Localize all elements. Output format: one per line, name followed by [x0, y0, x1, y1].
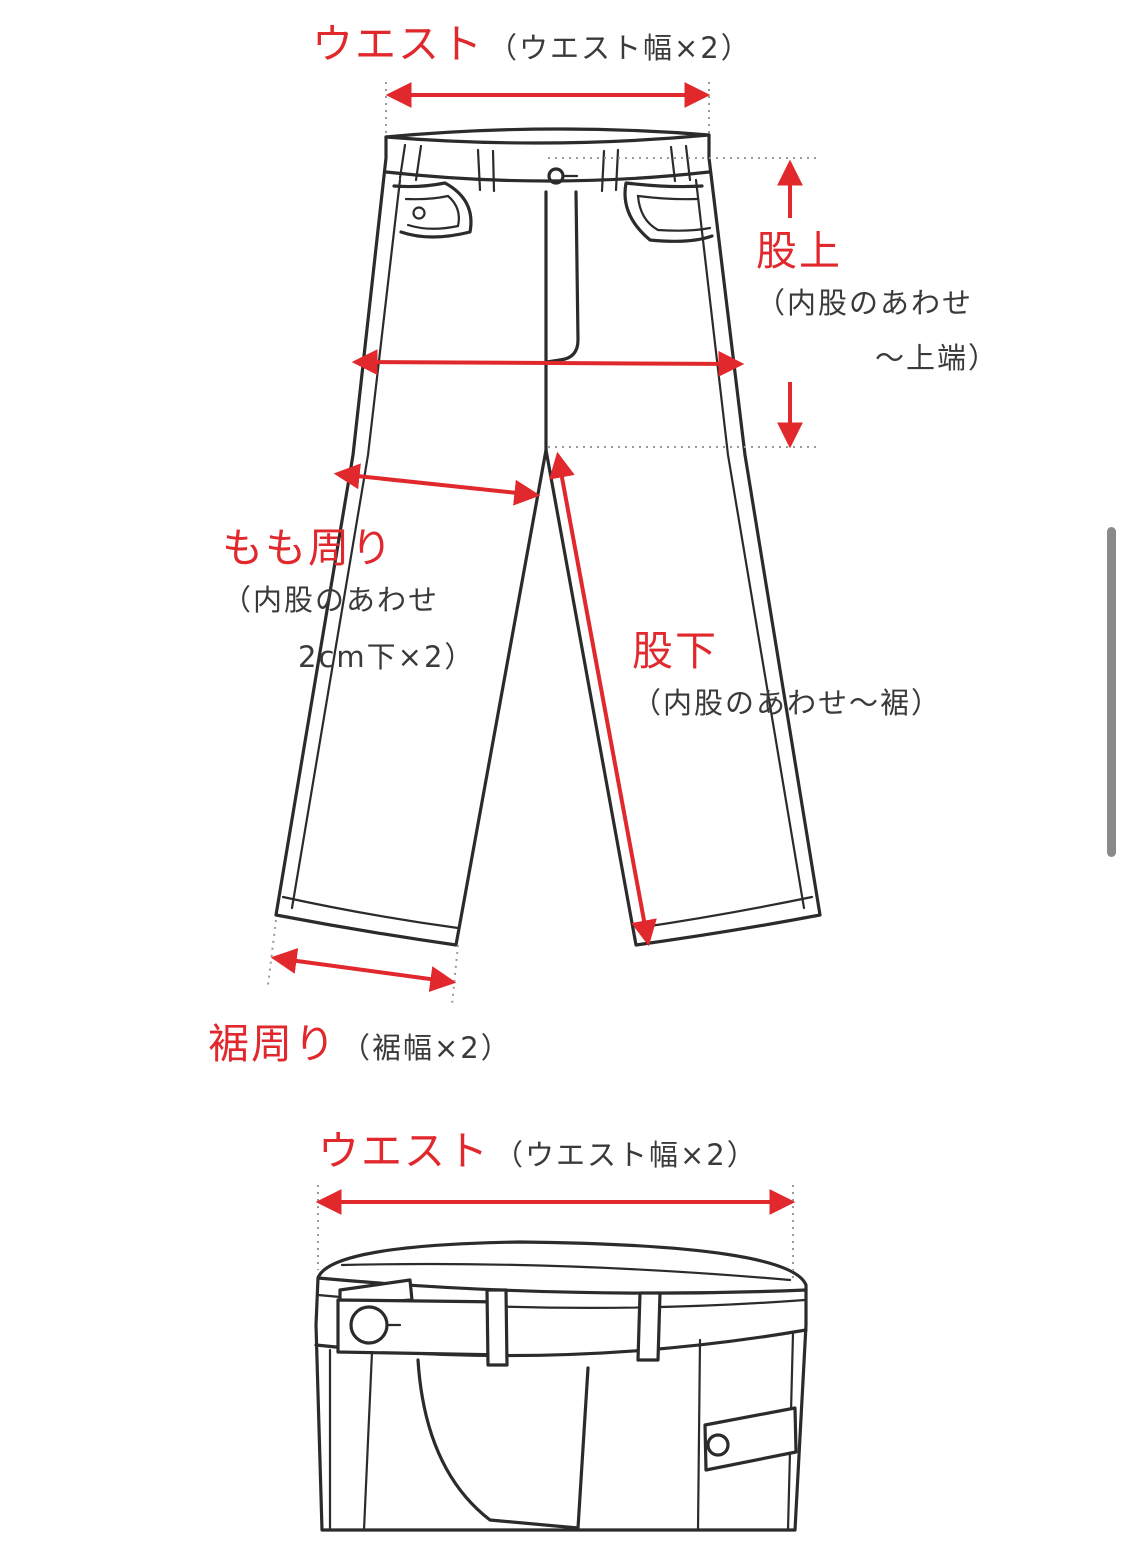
belt-loop-left-outer [398, 143, 407, 180]
inseam-title: 股下 [632, 627, 718, 675]
left-outer-seam [290, 178, 402, 910]
waist-bottom-label: ウエスト（ウエスト幅×2） [318, 1127, 758, 1175]
closeup-pocket-button-icon [706, 1433, 730, 1457]
inseam-note: （内股のあわせ～裾） [632, 686, 942, 720]
pants-waistband-closeup-illustration [314, 1240, 808, 1532]
thigh-note-line2: 2cm下×2） [298, 640, 475, 674]
belt-loop-midright-a [600, 149, 606, 193]
hem-title: 裾周り [208, 1020, 337, 1068]
right-outer-seam [694, 178, 806, 910]
left-pocket-stitch [404, 194, 460, 230]
hip-arrow [351, 349, 745, 377]
labels: ウエスト（ウエスト幅×2） 股上 （内股のあわせ ～上端） もも周り （内股のあ… [208, 20, 999, 1175]
belt-loop-midleft-a [476, 148, 482, 192]
waist-top-label: ウエスト（ウエスト幅×2） [312, 20, 752, 68]
closeup-seam-left-b [362, 1350, 374, 1532]
rise-note-line1: （内股のあわせ [756, 286, 973, 320]
inseam-arrow [549, 451, 657, 947]
right-hem-stitch [635, 895, 814, 930]
rise-title: 股上 [756, 227, 842, 275]
measurement-arrows [270, 82, 803, 1215]
waist-top-note: （ウエスト幅×2） [488, 31, 752, 65]
thigh-note-line1: （内股のあわせ [222, 583, 439, 617]
thigh-title: もも周り [222, 524, 394, 572]
guide-hem-right [451, 944, 459, 1006]
left-pocket-opening [392, 181, 473, 239]
belt-loop-midright-b [614, 148, 620, 192]
closeup-rim-inner [340, 1262, 792, 1282]
closeup-side-pocket-flap [703, 1406, 798, 1472]
waist-bottom-note: （ウエスト幅×2） [494, 1138, 758, 1172]
closeup-belt-loop-left [485, 1288, 509, 1367]
hem-arrow [270, 948, 457, 992]
right-pocket-opening [623, 181, 714, 243]
waist-top-title: ウエスト [312, 20, 484, 68]
hem-label: 裾周り（裾幅×2） [208, 1020, 512, 1068]
left-hem-stitch [281, 895, 460, 930]
thigh-arrow [333, 463, 541, 506]
closeup-seam-right-a [696, 1338, 702, 1532]
belt-loop-left-inner [414, 144, 423, 182]
guide-hem-left [267, 919, 277, 986]
hem-note: （裾幅×2） [341, 1031, 512, 1065]
rise-note-line2: ～上端） [875, 341, 999, 375]
pants-front-illustration [274, 127, 822, 947]
right-pocket-stitch [636, 194, 712, 232]
belt-loop-right-outer [684, 144, 692, 182]
belt-loop-midleft-b [491, 149, 496, 193]
pants-outline [274, 127, 822, 947]
vertical-scrollbar[interactable] [1107, 527, 1116, 857]
waist-button-icon [547, 167, 565, 185]
waistband-bottom [384, 170, 711, 183]
coin-pocket-rivet-icon [412, 206, 426, 220]
closeup-fly [416, 1358, 590, 1530]
closeup-belt-loop-right [636, 1291, 662, 1362]
waist-bottom-title: ウエスト [318, 1127, 490, 1175]
waist-rim [384, 133, 711, 145]
belt-loop-right-inner [669, 145, 677, 183]
